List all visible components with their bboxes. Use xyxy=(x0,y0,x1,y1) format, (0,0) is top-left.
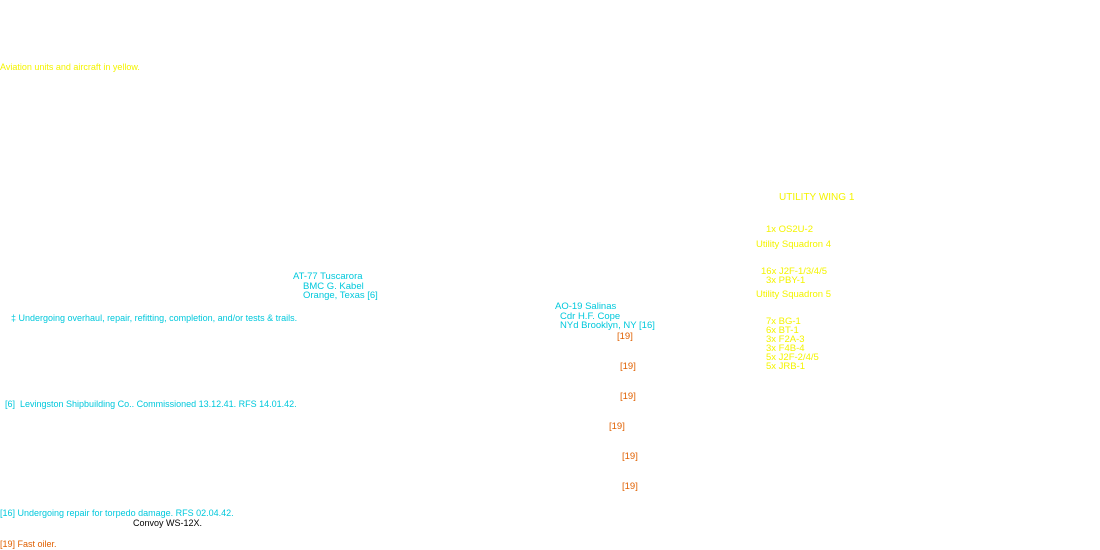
squadron-4-name[interactable]: Utility Squadron 4 xyxy=(756,239,831,250)
ref-tag-19[interactable]: [19] xyxy=(620,391,636,402)
legend-overhaul: ‡ Undergoing overhaul, repair, refitting… xyxy=(11,313,298,323)
ship-commander: Cdr H.F. Cope xyxy=(560,311,621,322)
footnote-19: [19] Fast oiler. xyxy=(0,539,57,549)
squadron-5-aircraft: 3x F4B-4 xyxy=(766,343,805,354)
squadron-5-aircraft: 5x J2F-2/4/5 xyxy=(766,352,819,363)
aviation-note: Aviation units and aircraft in yellow. xyxy=(0,62,140,72)
squadron-4-aircraft: 3x PBY-1 xyxy=(766,275,806,286)
footnote-6: [6] Levingston Shipbuilding Co.. Commiss… xyxy=(5,399,297,409)
ref-tag-19[interactable]: [19] xyxy=(620,361,636,372)
footnote-16: [16] Undergoing repair for torpedo damag… xyxy=(0,508,234,518)
wing-aircraft: 1x OS2U-2 xyxy=(766,224,813,235)
ship-name[interactable]: AO-19 Salinas xyxy=(555,301,617,312)
squadron-5-aircraft: 6x BT-1 xyxy=(766,325,799,336)
squadron-5-aircraft: 3x F2A-3 xyxy=(766,334,805,345)
squadron-5-aircraft: 7x BG-1 xyxy=(766,316,801,327)
ship-location: Orange, Texas [6] xyxy=(303,290,378,301)
ship-name[interactable]: AT-77 Tuscarora xyxy=(293,271,363,282)
squadron-4-aircraft: 16x J2F-1/3/4/5 xyxy=(761,266,828,277)
wing-title[interactable]: UTILITY WING 1 xyxy=(779,192,855,203)
ref-tag-19[interactable]: [19] xyxy=(622,451,638,462)
squadron-5-aircraft: 5x JRB-1 xyxy=(766,361,806,372)
ref-tag-19[interactable]: [19] xyxy=(617,331,633,342)
ship-commander: BMC G. Kabel xyxy=(303,281,364,292)
ship-location: NYd Brooklyn, NY [16] xyxy=(560,320,655,331)
ref-tag-19[interactable]: [19] xyxy=(622,481,638,492)
ref-tag-19[interactable]: [19] xyxy=(609,421,625,432)
squadron-5-name[interactable]: Utility Squadron 5 xyxy=(756,289,831,300)
convoy-note: Convoy WS-12X. xyxy=(133,518,203,528)
